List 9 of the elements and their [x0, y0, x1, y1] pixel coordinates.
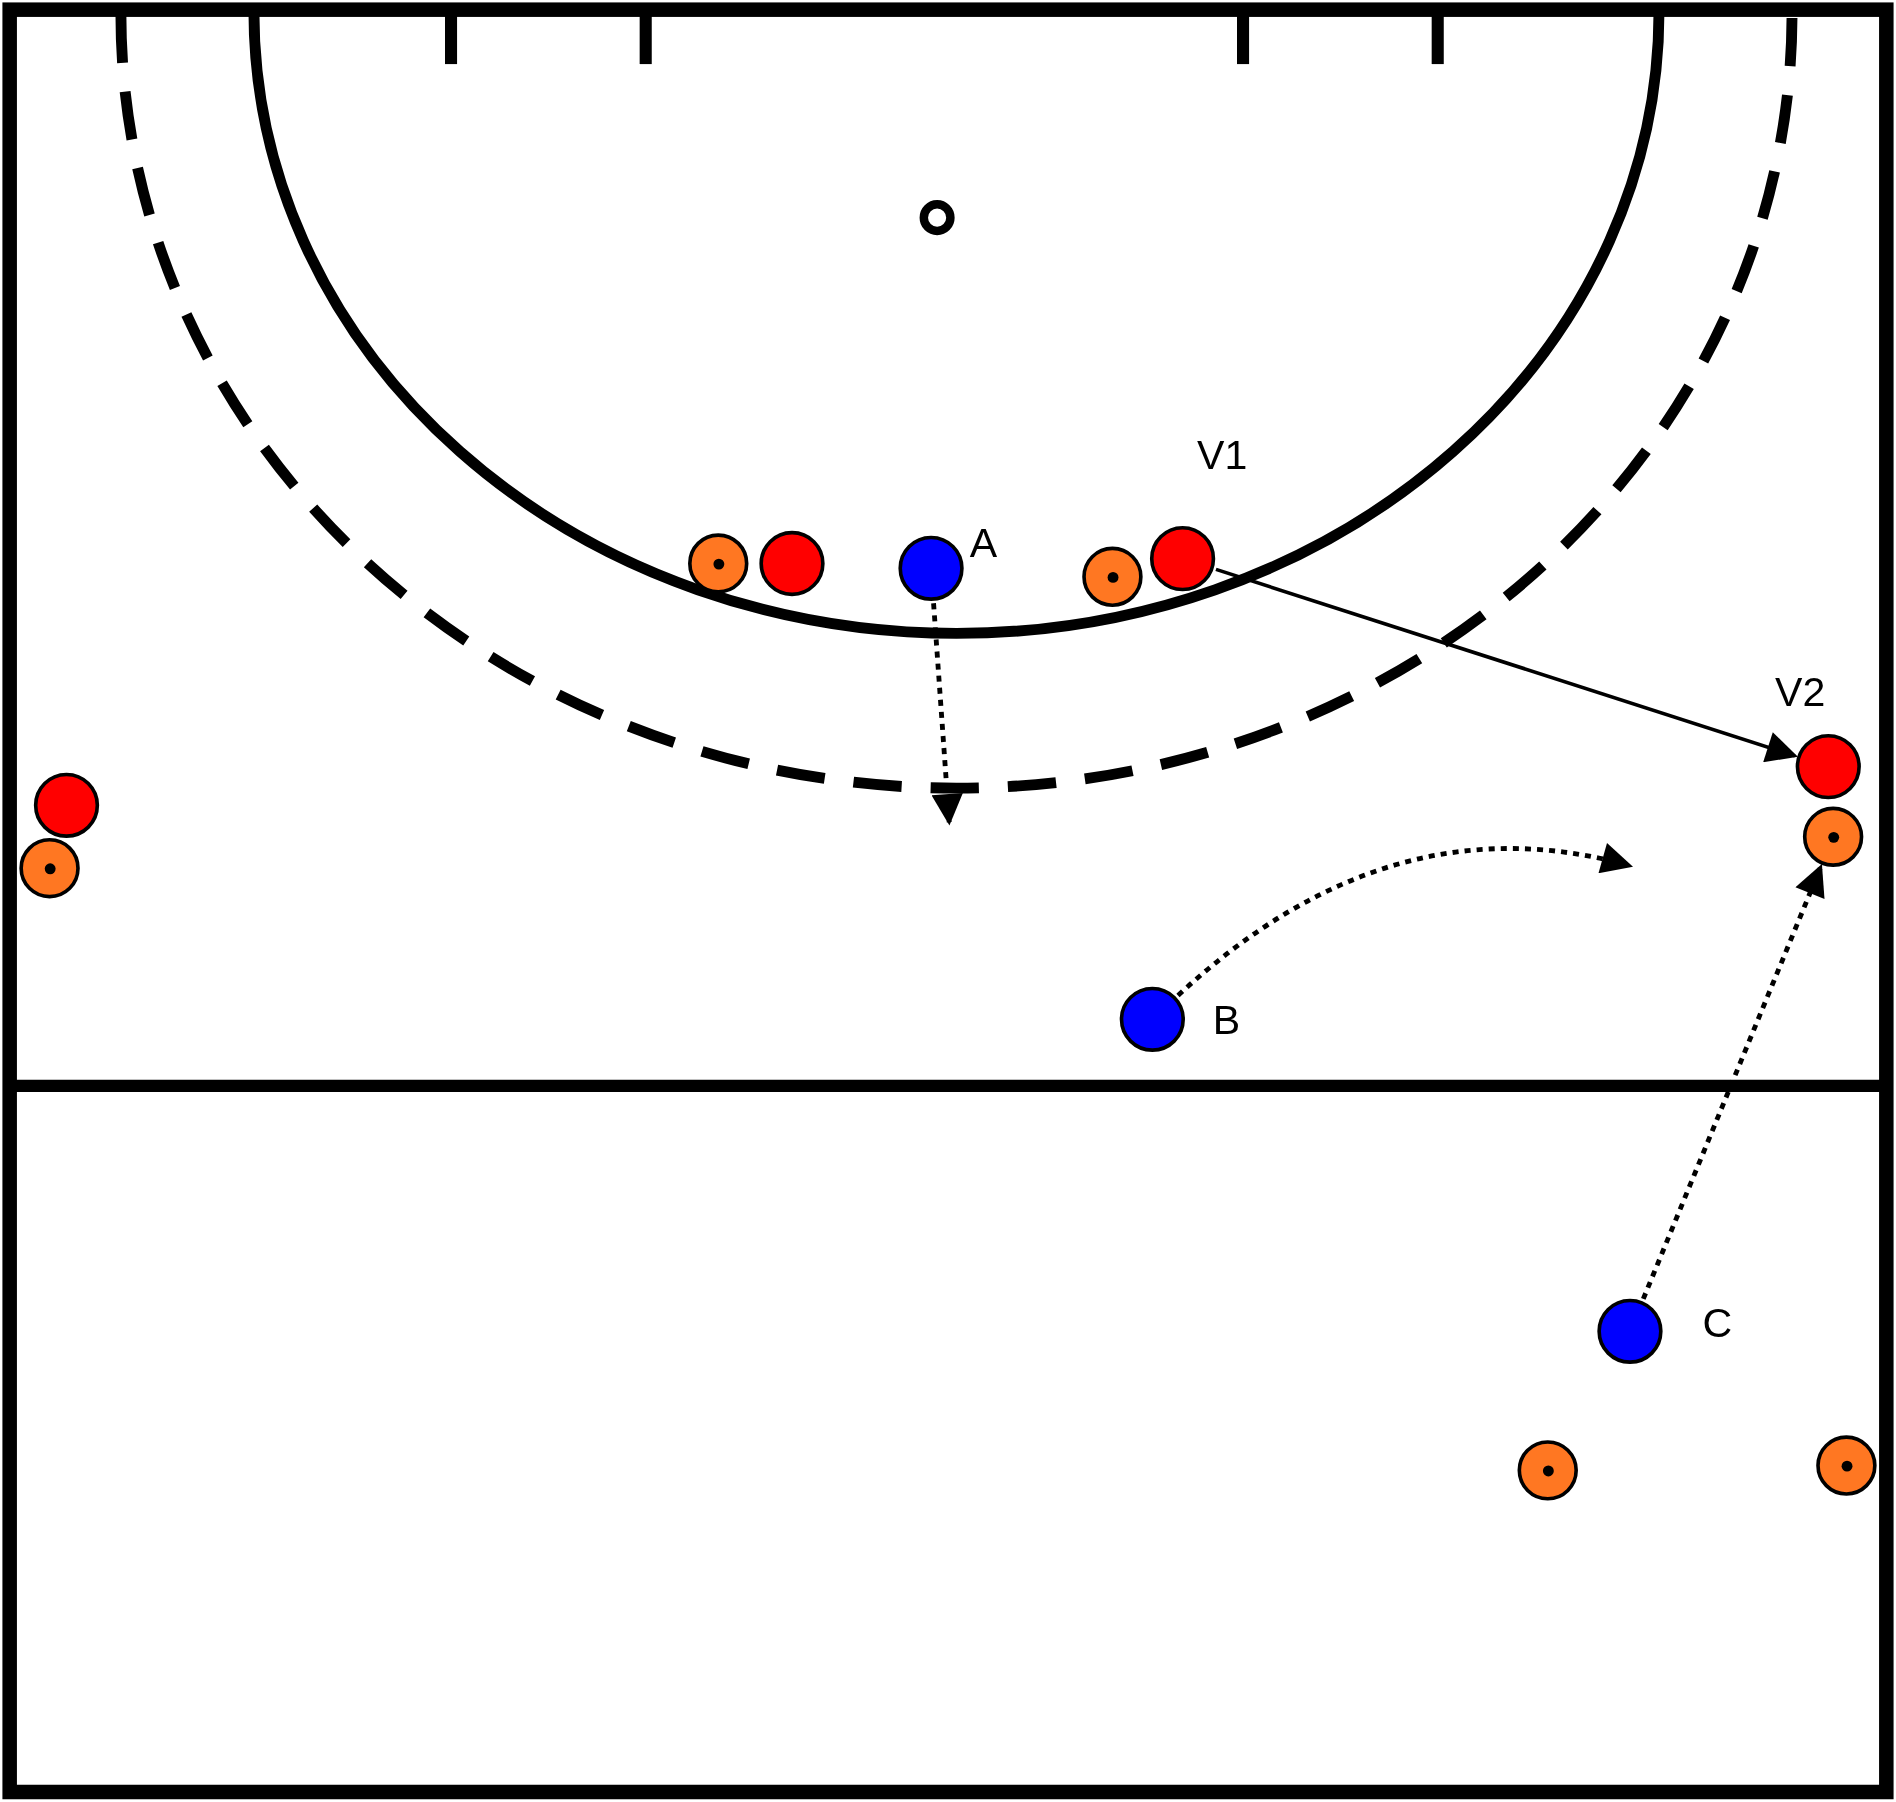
player-label: V2: [1775, 669, 1826, 714]
player-label: C: [1702, 1301, 1733, 1345]
player-label: B: [1212, 997, 1241, 1042]
arrow: [931, 603, 963, 826]
arrow: [1215, 567, 1798, 763]
arrow: [1641, 864, 1825, 1300]
player-label: V1: [1197, 432, 1248, 477]
player-label: A: [969, 521, 998, 565]
arrow: [1176, 843, 1634, 998]
